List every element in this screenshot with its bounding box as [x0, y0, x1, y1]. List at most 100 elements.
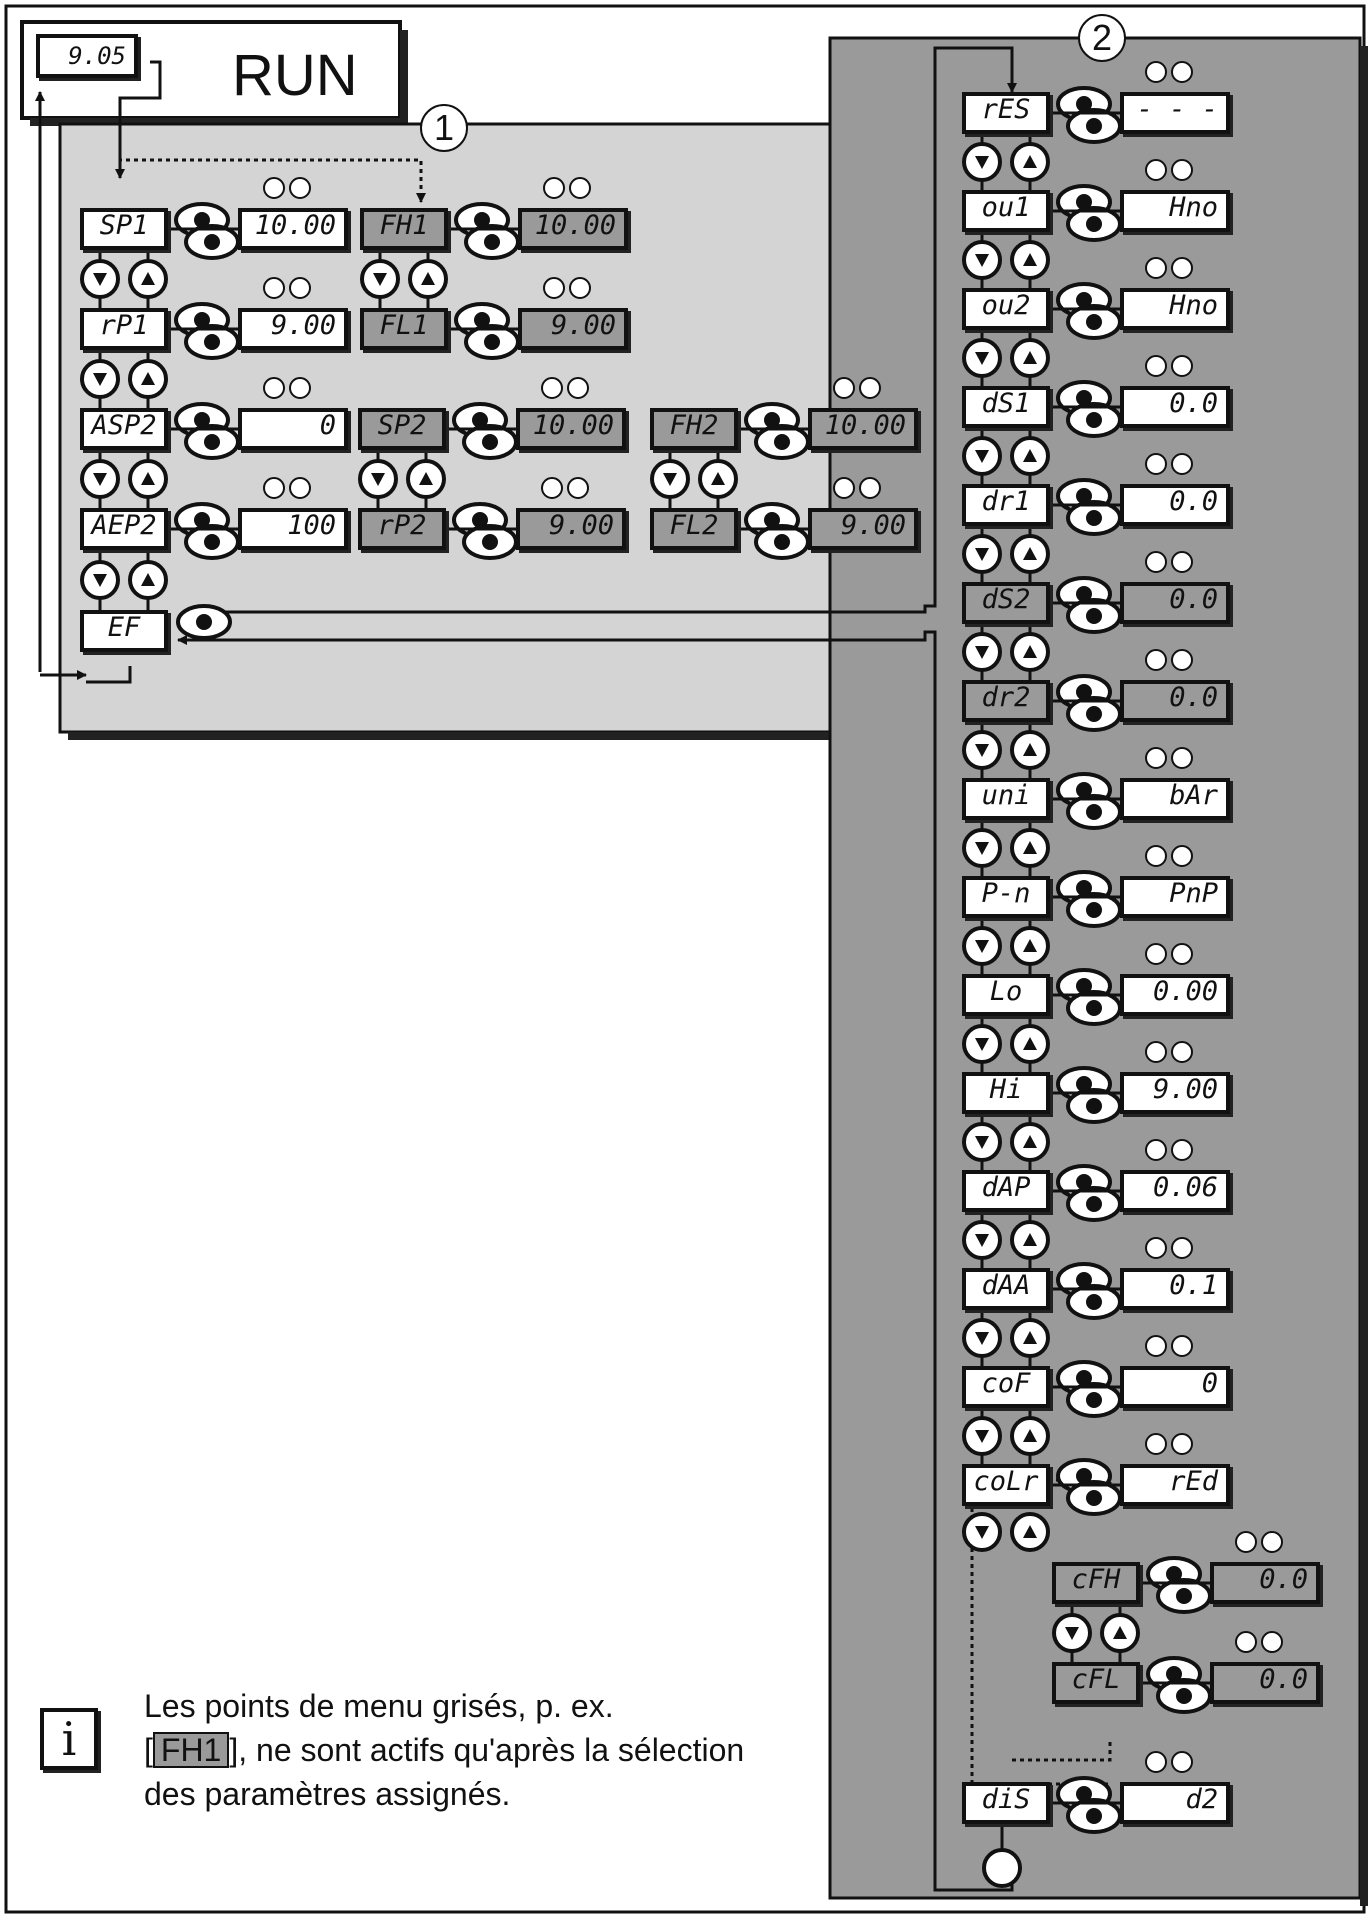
- menu1-updown-hint-icon-5: [543, 177, 591, 199]
- menu2-nav-icon-2: [962, 338, 1050, 378]
- menu2-param-13: coF: [962, 1366, 1050, 1408]
- menu1-mode-button-icon-1: [184, 324, 240, 360]
- menu2-value-15: 0.0: [1210, 1562, 1320, 1604]
- menu2-nav-icon-10: [962, 1122, 1050, 1162]
- menu1-value-3: 100: [238, 508, 348, 550]
- menu1-param-4: EF: [80, 610, 168, 652]
- menu1-updown-hint-icon-3: [263, 477, 311, 499]
- menu2-nav-icon-12: [962, 1318, 1050, 1358]
- menu2-updown-hint-icon-3: [1145, 355, 1193, 377]
- menu2-updown-hint-icon-15: [1235, 1531, 1283, 1553]
- menu2-value-8: PnP: [1120, 876, 1230, 918]
- menu2-param-3: dS1: [962, 386, 1050, 428]
- menu1-value-6: 9.00: [518, 308, 628, 350]
- menu2-updown-hint-icon-11: [1145, 1139, 1193, 1161]
- run-label: RUN: [232, 43, 358, 108]
- menu2-mode-button-icon-9: [1066, 990, 1122, 1026]
- menu1-mode-button-icon-0: [184, 224, 240, 260]
- menu1-value-9: 10.00: [808, 408, 918, 450]
- menu2-nav-icon-0: [962, 142, 1050, 182]
- menu2-mode-button-icon-11: [1066, 1186, 1122, 1222]
- menu1-mode-button-icon-6: [464, 324, 520, 360]
- menu2-nav-icon-14b: [962, 1512, 1050, 1552]
- menu1-mode-button-icon-10: [754, 524, 810, 560]
- menu2-mode-button-icon-6: [1066, 696, 1122, 732]
- menu1-param-5: FH1: [360, 208, 448, 250]
- note-line-2: ], ne sont actifs qu'après la sélection: [229, 1732, 745, 1768]
- menu1-mode-button-icon-5: [464, 224, 520, 260]
- menu2-param-11: dAP: [962, 1170, 1050, 1212]
- menu2-mode-button-icon-5: [1066, 598, 1122, 634]
- menu1-value-8: 9.00: [516, 508, 626, 550]
- menu1-param-8: rP2: [358, 508, 446, 550]
- menu1-value-1: 9.00: [238, 308, 348, 350]
- menu1-value-2: 0: [238, 408, 348, 450]
- menu2-value-4: 0.0: [1120, 484, 1230, 526]
- menu1-param-6: FL1: [360, 308, 448, 350]
- menu2-value-5: 0.0: [1120, 582, 1230, 624]
- menu1-param-3: AEP2: [80, 508, 168, 550]
- menu1-value-10: 9.00: [808, 508, 918, 550]
- menu2-mode-button-icon-12: [1066, 1284, 1122, 1320]
- menu1-nav-icon-0: [80, 259, 168, 299]
- menu2-updown-hint-icon-2: [1145, 257, 1193, 279]
- note-highlight: FH1: [152, 1732, 230, 1768]
- note-line-3: des paramètres assignés.: [144, 1776, 511, 1812]
- menu2-updown-hint-icon-9: [1145, 943, 1193, 965]
- menu2-param-14: coLr: [962, 1464, 1050, 1506]
- menu2-param-15: cFH: [1052, 1562, 1140, 1604]
- menu2-updown-hint-icon-13: [1145, 1335, 1193, 1357]
- menu2-value-1: Hno: [1120, 190, 1230, 232]
- menu2-value-3: 0.0: [1120, 386, 1230, 428]
- menu2-mode-button-icon-13: [1066, 1382, 1122, 1418]
- menu2-param-5: dS2: [962, 582, 1050, 624]
- menu2-mode-button-icon-1: [1066, 206, 1122, 242]
- menu2-updown-hint-icon-7: [1145, 747, 1193, 769]
- menu2-param-0: rES: [962, 92, 1050, 134]
- menu1-nav-icon-7: [358, 459, 446, 499]
- menu2-value-0: - - -: [1120, 92, 1230, 134]
- menu1-mode-button-icon-3: [184, 524, 240, 560]
- menu2-param-7: uni: [962, 778, 1050, 820]
- menu1-updown-hint-icon-1: [263, 277, 311, 299]
- menu2-mode-button-icon-15: [1156, 1578, 1212, 1614]
- menu2-mode-button-icon-8: [1066, 892, 1122, 928]
- menu2-nav-icon-4: [962, 534, 1050, 574]
- menu2-param-17: diS: [962, 1782, 1050, 1824]
- menu1-value-0: 10.00: [238, 208, 348, 250]
- menu2-value-2: Hno: [1120, 288, 1230, 330]
- callout-1: 1: [420, 104, 468, 152]
- menu1-value-5: 10.00: [518, 208, 628, 250]
- menu2-updown-hint-icon-4: [1145, 453, 1193, 475]
- menu2-mode-button-icon-4: [1066, 500, 1122, 536]
- note-bracket: [: [144, 1732, 153, 1768]
- menu2-updown-hint-icon-10: [1145, 1041, 1193, 1063]
- menu2-value-16: 0.0: [1210, 1662, 1320, 1704]
- menu2-nav-icon-3: [962, 436, 1050, 476]
- menu1-mode-button-icon-7: [462, 424, 518, 460]
- menu1-mode-button-icon-8: [462, 524, 518, 560]
- menu2-mode-button-icon-10: [1066, 1088, 1122, 1124]
- menu2-value-17: d2: [1120, 1782, 1230, 1824]
- menu2-nav-icon-6: [962, 730, 1050, 770]
- menu1-updown-hint-icon-9: [833, 377, 881, 399]
- menu2-value-7: bAr: [1120, 778, 1230, 820]
- menu1-param-7: SP2: [358, 408, 446, 450]
- menu1-updown-hint-icon-8: [541, 477, 589, 499]
- run-display: 9.05: [36, 34, 138, 78]
- menu1-nav-icon-9: [650, 459, 738, 499]
- menu1-updown-hint-icon-10: [833, 477, 881, 499]
- menu2-param-16: cFL: [1052, 1662, 1140, 1704]
- menu2-nav-icon-5: [962, 632, 1050, 672]
- menu2-value-10: 9.00: [1120, 1072, 1230, 1114]
- callout-2: 2: [1078, 14, 1126, 62]
- menu2-mode-button-icon-2: [1066, 304, 1122, 340]
- menu1-nav-icon-5: [360, 259, 448, 299]
- menu1-mode-button-icon-2: [184, 424, 240, 460]
- menu2-updown-hint-icon-14: [1145, 1433, 1193, 1455]
- info-note: Les points de menu grisés, p. ex. [FH1],…: [144, 1684, 864, 1816]
- menu2-updown-hint-icon-17: [1145, 1751, 1193, 1773]
- menu2-updown-hint-icon-12: [1145, 1237, 1193, 1259]
- menu2-nav-icon-9: [962, 1024, 1050, 1064]
- menu2-down-icon-end: [982, 1848, 1022, 1888]
